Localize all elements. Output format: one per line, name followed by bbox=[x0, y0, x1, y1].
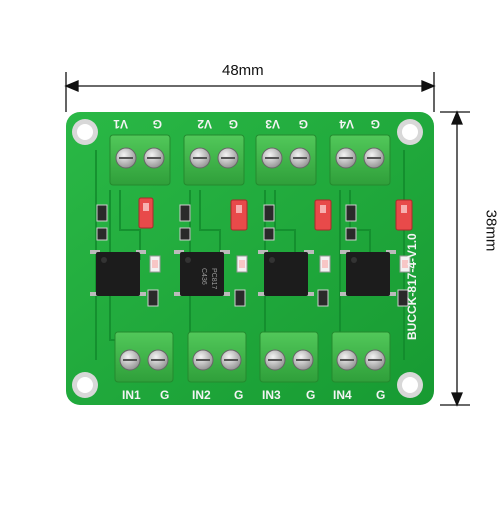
top-label-g4: G bbox=[371, 117, 380, 131]
top-label-g1: G bbox=[153, 117, 162, 131]
bottom-label-g3: G bbox=[306, 388, 315, 402]
chip-mark-1: PC817 bbox=[210, 268, 217, 290]
bottom-label-in1: IN1 bbox=[122, 388, 141, 402]
bottom-label-in4: IN4 bbox=[333, 388, 352, 402]
top-label-v4: V4 bbox=[339, 117, 354, 131]
top-terminals bbox=[109, 134, 391, 186]
bottom-label-in3: IN3 bbox=[262, 388, 281, 402]
top-label-g3: G bbox=[299, 117, 308, 131]
bottom-label-g2: G bbox=[234, 388, 243, 402]
chip-mark-2: C436 bbox=[200, 268, 207, 285]
jumpers bbox=[138, 197, 413, 231]
optocoupler-chips: PC817 C436 bbox=[90, 250, 396, 296]
height-dimension-label: 38mm bbox=[482, 209, 500, 252]
smd-components bbox=[96, 204, 409, 307]
top-label-g2: G bbox=[229, 117, 238, 131]
bottom-terminals bbox=[114, 331, 391, 383]
height-dimension bbox=[440, 110, 470, 407]
width-dimension-label: 48mm bbox=[222, 62, 264, 79]
bottom-label-g1: G bbox=[160, 388, 169, 402]
top-label-v2: V2 bbox=[197, 117, 212, 131]
top-silk-labels: V1 G V2 G V3 G V4 G bbox=[113, 117, 380, 131]
bottom-label-in2: IN2 bbox=[192, 388, 211, 402]
top-label-v1: V1 bbox=[113, 117, 128, 131]
top-label-v3: V3 bbox=[265, 117, 280, 131]
mounting-holes bbox=[72, 119, 423, 398]
bottom-silk-labels: IN1 G IN2 G IN3 G IN4 G bbox=[122, 388, 385, 402]
leds bbox=[149, 255, 411, 273]
bottom-label-g4: G bbox=[376, 388, 385, 402]
width-dimension bbox=[64, 72, 436, 112]
model-label: BUCCK-817-4-V1.0 bbox=[405, 233, 419, 340]
